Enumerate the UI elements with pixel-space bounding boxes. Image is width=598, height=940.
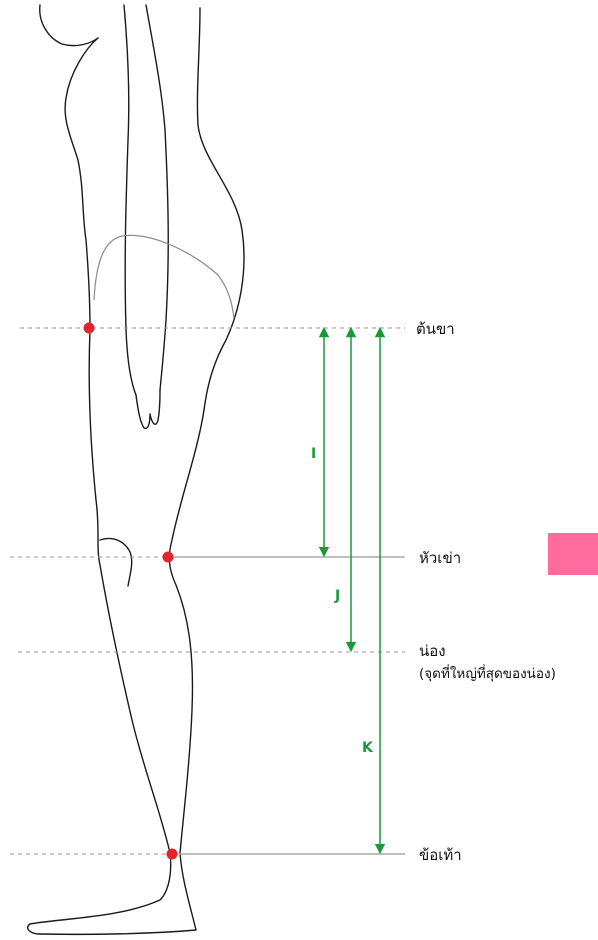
- foot-sole-outline: [40, 930, 196, 934]
- calf-label: น่อง: [419, 642, 446, 660]
- measurement-points: [84, 323, 178, 860]
- measurement-arrows: [324, 332, 380, 849]
- ankle-point: [167, 849, 178, 860]
- arm-back-outline: [146, 5, 168, 390]
- thigh-point: [84, 323, 95, 334]
- arrow-j-label: J: [334, 588, 340, 604]
- calf-note-label: (จุดที่ใหญ่ที่สุดของน่อง): [419, 664, 556, 682]
- dashed-guides: [10, 328, 405, 854]
- arrow-k-label: K: [362, 740, 374, 756]
- torso-front-outline: [65, 38, 98, 330]
- arrow-i-label: I: [311, 446, 316, 462]
- hand-outline: [136, 390, 160, 428]
- knee-crease: [100, 539, 132, 587]
- knee-point: [163, 552, 174, 563]
- solid-guides: [168, 557, 405, 854]
- ankle-label: ข้อเท้า: [419, 846, 462, 864]
- bust-outline: [40, 5, 98, 46]
- thigh-label: ต้นขา: [416, 320, 455, 338]
- pink-swatch: [548, 533, 598, 575]
- body-outline: [28, 5, 244, 934]
- underwear-line: [94, 235, 234, 318]
- back-buttock-outline: [197, 8, 244, 410]
- arm-front-outline: [124, 5, 136, 395]
- knee-label: หัวเข่า: [419, 549, 461, 567]
